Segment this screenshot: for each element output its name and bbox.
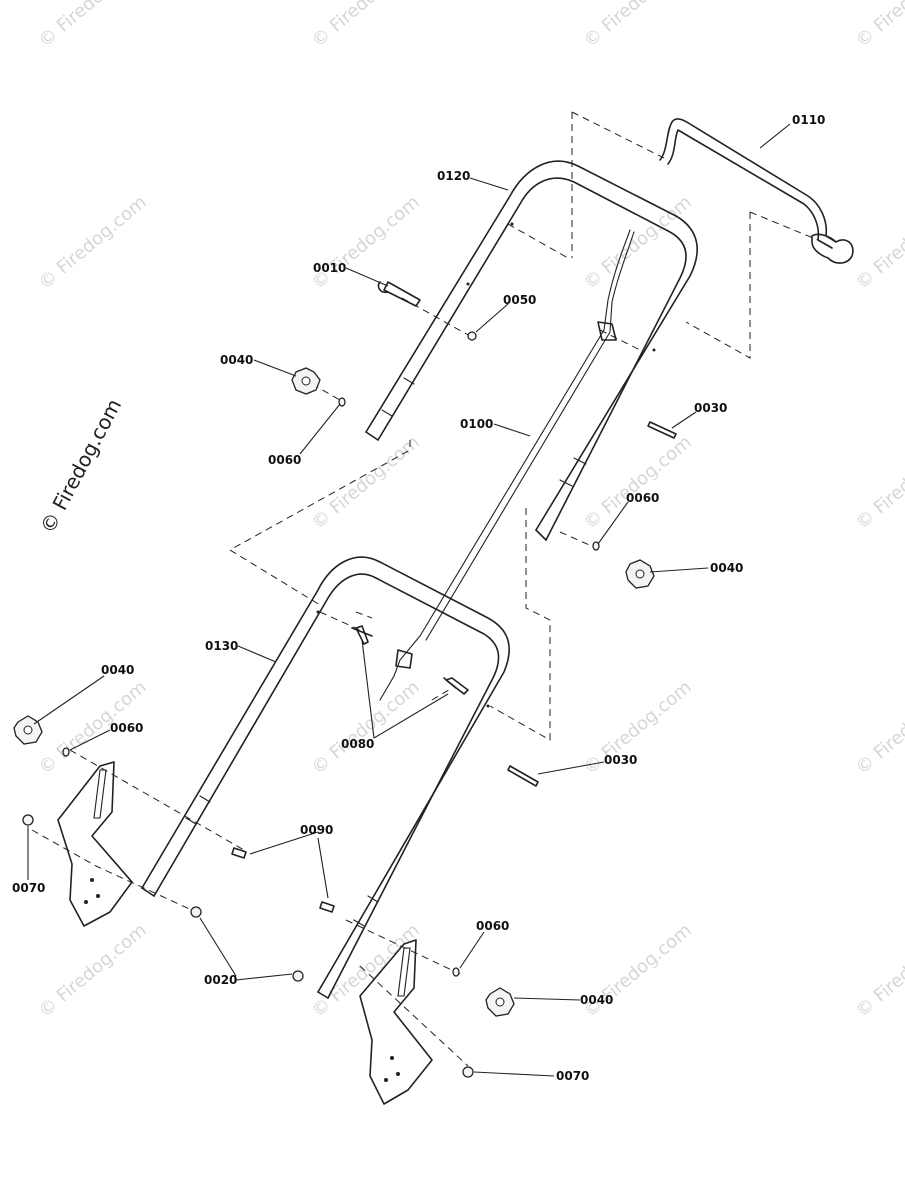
watermark: © Firedog.com	[852, 192, 905, 294]
watermark: © Firedog.com	[580, 432, 696, 534]
assembly-guide-lines	[31, 111, 819, 1067]
watermark: © Firedog.com	[852, 432, 905, 534]
bolt-0080-right	[443, 677, 469, 695]
watermark: © Firedog.com	[852, 0, 905, 52]
callout-0090: 0090	[300, 823, 333, 837]
watermark: © Firedog.com	[35, 0, 151, 52]
callout-0060: 0060	[626, 491, 659, 505]
callout-0040: 0040	[710, 561, 743, 575]
callout-0020: 0020	[204, 973, 237, 987]
watermark: © Firedog.com	[580, 192, 696, 294]
upper-handle-0120	[365, 160, 698, 541]
callout-0070: 0070	[12, 881, 45, 895]
mounting-bracket-left	[57, 761, 133, 927]
callout-0040: 0040	[220, 353, 253, 367]
mounting-bracket-right	[359, 939, 433, 1105]
washer-0060-upper	[338, 397, 346, 407]
watermark: © Firedog.com	[35, 920, 151, 1022]
pin-0030-lower	[507, 765, 539, 787]
callout-0030: 0030	[694, 401, 727, 415]
callout-0120: 0120	[437, 169, 470, 183]
watermark: © Firedog.com	[580, 0, 696, 52]
bolt-0020-upper	[190, 906, 202, 918]
washer-0060-left	[62, 747, 70, 757]
callout-0040: 0040	[580, 993, 613, 1007]
watermark: © Firedog.com	[852, 677, 905, 779]
callout-0060: 0060	[268, 453, 301, 467]
callout-leader-lines	[27, 123, 791, 1077]
pin-0030-upper	[647, 421, 677, 439]
callout-0130: 0130	[205, 639, 238, 653]
callout-0010: 0010	[313, 261, 346, 275]
washer-0060-bottom	[452, 967, 460, 977]
nut-0070-bottom	[462, 1066, 474, 1078]
nut-0050	[467, 331, 477, 341]
watermark: © Firedog.com	[852, 920, 905, 1022]
knob-0040-bottom	[485, 987, 515, 1017]
watermark: © Firedog.com	[308, 192, 424, 294]
watermark: © Firedog.com	[308, 0, 424, 52]
callout-labels: 0110 0120 0010 0050 0040 0060 0100 0030 …	[12, 113, 825, 1083]
bolt-0020-lower	[292, 970, 304, 982]
bolt-0090	[231, 847, 335, 913]
lower-handle-0130	[141, 556, 510, 999]
callout-0110: 0110	[792, 113, 825, 127]
knob-0040-upper	[291, 367, 321, 395]
callout-0080: 0080	[341, 737, 374, 751]
callout-0070: 0070	[556, 1069, 589, 1083]
watermark: © Firedog.com	[308, 677, 424, 779]
callout-0060: 0060	[110, 721, 143, 735]
bail-lever-0110	[659, 118, 854, 264]
washer-0060-right	[592, 541, 600, 551]
callout-0100: 0100	[460, 417, 493, 431]
watermark-layer: © Firedog.com © Firedog.com © Firedog.co…	[35, 0, 905, 1022]
watermark-main: © Firedog.com	[35, 395, 126, 538]
knob-0040-left	[13, 715, 43, 745]
callout-0030: 0030	[604, 753, 637, 767]
bolt-0010	[377, 281, 421, 307]
watermark: © Firedog.com	[308, 920, 424, 1022]
watermark: © Firedog.com	[308, 432, 424, 534]
nut-0070-left	[22, 814, 34, 826]
callout-0060: 0060	[476, 919, 509, 933]
watermark: © Firedog.com	[35, 192, 151, 294]
callout-0050: 0050	[503, 293, 536, 307]
control-cable-0100	[379, 229, 635, 701]
knob-0040-right	[625, 559, 655, 589]
callout-0040: 0040	[101, 663, 134, 677]
bolt-0080-left	[351, 625, 373, 645]
